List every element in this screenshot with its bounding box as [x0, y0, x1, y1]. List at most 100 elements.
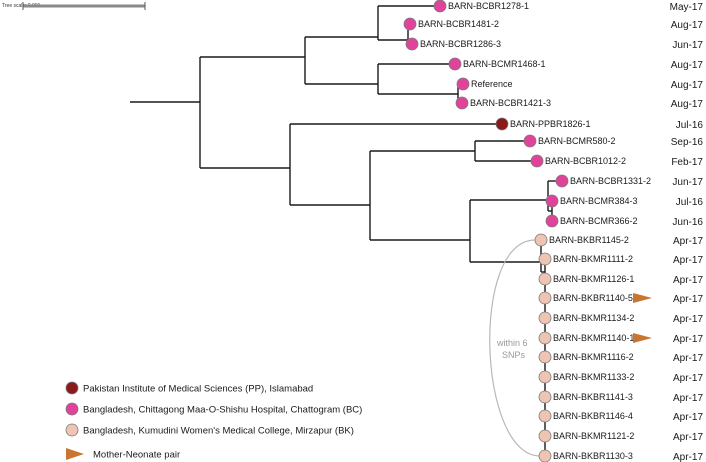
- legend: Pakistan Institute of Medical Sciences (…: [65, 381, 362, 461]
- leaf-label: BARN-BCBR1286-3: [420, 39, 501, 49]
- leaf-label: BARN-BCMR384-3: [560, 196, 638, 206]
- leaf-label: BARN-BKMR1126-1: [553, 274, 634, 284]
- leaf-barn-bcbr1278-1: BARN-BCBR1278-1 May-17: [433, 0, 704, 13]
- leaf-node-barn-bcmr384-3: [545, 194, 559, 208]
- leaf-date: Jun-16: [672, 217, 703, 228]
- leaf-date: Apr-17: [673, 432, 703, 443]
- leaf-barn-bcbr1481-2: BARN-BCBR1481-2 Aug-17: [403, 17, 704, 31]
- leaf-date: Apr-17: [673, 255, 703, 266]
- leaf-node-barn-ppbr1826-1: [495, 117, 509, 131]
- leaf-node-barn-bkbr1140-5: [538, 291, 552, 305]
- leaf-date: Aug-17: [671, 80, 704, 91]
- legend-item-bk: Bangladesh, Kumudini Women's Medical Col…: [65, 423, 354, 437]
- leaf-node-barn-bkmr1116-2: [538, 350, 552, 364]
- snp-annotation: within 6 SNPs: [489, 239, 541, 457]
- leaf-label: BARN-BKBR1141-3: [553, 392, 633, 402]
- legend-item-bc: Bangladesh, Chittagong Maa-O-Shishu Hosp…: [65, 402, 362, 416]
- legend-item-pp: Pakistan Institute of Medical Sciences (…: [65, 381, 313, 395]
- leaf-node-barn-bkmr1121-2: [538, 429, 552, 443]
- leaf-barn-bkbr1146-4: BARN-BKBR1146-4 Apr-17: [538, 409, 703, 423]
- leaf-date: Apr-17: [673, 353, 703, 364]
- leaf-label: BARN-BKMR1116-2: [553, 352, 634, 362]
- leaf-date: May-17: [670, 2, 704, 13]
- legend-label: Bangladesh, Chittagong Maa-O-Shishu Hosp…: [83, 405, 362, 416]
- leaf-node-barn-bkbr1141-3: [538, 390, 552, 404]
- leaf-date: Apr-17: [673, 393, 703, 404]
- leaf-label: BARN-BCBR1331-2: [570, 176, 651, 186]
- leaf-label: BARN-BKMR1111-2: [553, 254, 633, 264]
- legend-label: Pakistan Institute of Medical Sciences (…: [83, 384, 313, 395]
- leaf-date: Feb-17: [671, 157, 703, 168]
- leaf-date: Jul-16: [676, 197, 704, 208]
- leaf-date: Sep-16: [671, 137, 704, 148]
- legend-circle-icon: [65, 423, 79, 437]
- leaf-date: Apr-17: [673, 294, 703, 305]
- legend-circle-icon: [65, 402, 79, 416]
- legend-circle-icon: [65, 381, 79, 395]
- leaf-node-barn-bkmr1126-1: [538, 272, 552, 286]
- leaf-node-barn-bkbr1145-2: [534, 233, 548, 247]
- leaf-date: Apr-17: [673, 236, 703, 247]
- leaf-date: Jul-16: [676, 120, 704, 131]
- tree-scale-label: Tree scale: 0.001: [2, 3, 41, 9]
- leaf-barn-bkmr1126-1: BARN-BKMR1126-1 Apr-17: [538, 272, 703, 286]
- leaf-barn-bkmr1133-2: BARN-BKMR1133-2 Apr-17: [538, 370, 703, 384]
- snp-annotation-line2: SNPs: [502, 350, 526, 360]
- leaf-node-barn-bcbr1012-2: [530, 154, 544, 168]
- leaf-label: BARN-BCMR580-2: [538, 136, 616, 146]
- leaf-label: BARN-BKBR1140-5: [553, 293, 633, 303]
- leaf-date: Jun-17: [672, 177, 703, 188]
- leaf-barn-bcmr384-3: BARN-BCMR384-3 Jul-16: [545, 194, 704, 208]
- leaf-node-barn-bcbr1421-3: [455, 96, 469, 110]
- tree-scale: Tree scale: 0.001: [2, 2, 146, 10]
- leaf-barn-bkmr1111-2: BARN-BKMR1111-2 Apr-17: [538, 252, 703, 266]
- leaf-label: BARN-BKMR1133-2: [553, 372, 634, 382]
- leaf-barn-bkbr1141-3: BARN-BKBR1141-3 Apr-17: [538, 390, 703, 404]
- leaf-label: BARN-BCBR1012-2: [545, 156, 626, 166]
- leaf-barn-bcmr366-2: BARN-BCMR366-2 Jun-16: [545, 214, 703, 228]
- snp-bracket-curve: [489, 239, 541, 457]
- leaf-label: BARN-BCMR366-2: [560, 216, 638, 226]
- leaf-date: Jun-17: [672, 40, 703, 51]
- leaf-node-barn-bcmr580-2: [523, 134, 537, 148]
- leaf-node-barn-bcmr1468-1: [448, 57, 462, 71]
- leaf-node-barn-bkmr1133-2: [538, 370, 552, 384]
- snp-annotation-line1: within 6: [496, 338, 528, 348]
- leaf-date: Apr-17: [673, 334, 703, 345]
- leaf-label: BARN-BCBR1421-3: [470, 98, 551, 108]
- leaf-node-reference: [456, 77, 470, 91]
- legend-triangle-icon: [66, 448, 84, 460]
- leaf-date: Apr-17: [673, 373, 703, 384]
- leaf-node-barn-bkmr1134-2: [538, 311, 552, 325]
- leaf-node-barn-bkmr1111-2: [538, 252, 552, 266]
- leaf-label: BARN-BCMR1468-1: [463, 59, 546, 69]
- leaf-label: BARN-BCBR1481-2: [418, 19, 499, 29]
- leaf-node-barn-bcbr1481-2: [403, 17, 417, 31]
- leaf-date: Apr-17: [673, 275, 703, 286]
- leaf-label: BARN-BKBR1130-3: [553, 451, 633, 461]
- leaf-node-barn-bcbr1331-2: [555, 174, 569, 188]
- leaf-label: Reference: [471, 79, 513, 89]
- leaf-date: Aug-17: [671, 20, 704, 31]
- leaf-label: BARN-BCBR1278-1: [448, 1, 529, 11]
- leaf-node-barn-bcbr1278-1: [433, 0, 447, 13]
- leaf-barn-bkbr1140-5: BARN-BKBR1140-5 Apr-17: [538, 291, 703, 305]
- leaf-label: BARN-BKBR1146-4: [553, 411, 633, 421]
- leaf-date: Apr-17: [673, 412, 703, 423]
- leaf-barn-bcbr1331-2: BARN-BCBR1331-2 Jun-17: [555, 174, 703, 188]
- leaf-node-barn-bcmr366-2: [545, 214, 559, 228]
- leaf-barn-bcbr1012-2: BARN-BCBR1012-2 Feb-17: [530, 154, 703, 168]
- leaf-date: Apr-17: [673, 452, 703, 462]
- leaf-barn-ppbr1826-1: BARN-PPBR1826-1 Jul-16: [495, 117, 704, 131]
- leaf-date: Apr-17: [673, 314, 703, 325]
- leaf-barn-bcbr1286-3: BARN-BCBR1286-3 Jun-17: [405, 37, 703, 51]
- leaf-label: BARN-PPBR1826-1: [510, 119, 591, 129]
- leaf-node-barn-bkbr1130-3: [538, 449, 552, 462]
- leaf-label: BARN-BKMR1121-2: [553, 431, 634, 441]
- mother-neonate-pair-marker: [633, 293, 652, 303]
